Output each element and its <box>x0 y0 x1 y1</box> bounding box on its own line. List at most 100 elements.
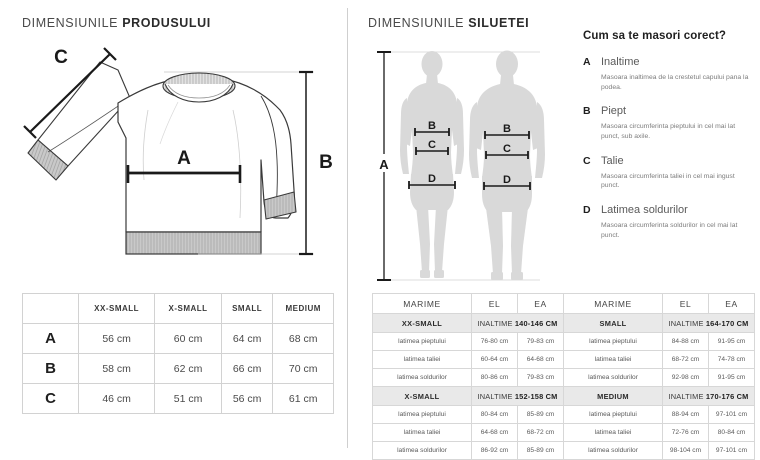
cell-b-x-small: 62 cm <box>154 353 222 384</box>
how-to-measure-section: Cum sa te masori corect? A Inaltime Maso… <box>583 30 755 254</box>
size-name-xx-small: XX-SMALL <box>372 313 472 333</box>
measure-name-b: Piept <box>601 105 627 118</box>
measure-name: latimea pieptului <box>563 405 663 424</box>
how-to-measure-heading: Cum sa te masori corect? <box>583 30 727 42</box>
male-measure-b: B <box>484 121 530 139</box>
product-dimensions-table: XX-SMALL X-SMALL SMALL MEDIUM A 56 cm 60… <box>22 293 334 414</box>
measure-desc-b: Masoara circumferinta pieptului in cel m… <box>601 123 736 141</box>
measure-name-c: Talie <box>601 154 624 167</box>
cell-c-small: 56 cm <box>220 383 274 414</box>
table-row: latimea taliei 64-68 cm 68-72 cm latimea… <box>372 423 755 442</box>
cell-c-x-small: 51 cm <box>154 383 222 414</box>
column-header-ea-right: EA <box>708 293 755 314</box>
column-header-xx-small: XX-SMALL <box>77 293 156 324</box>
female-label-b: B <box>428 120 436 132</box>
cell-b-medium: 70 cm <box>272 353 334 384</box>
size-band-row: XX-SMALL INALTIME 140-146 CM SMALL INALT… <box>372 313 755 333</box>
table-row: latimea pieptului 76-80 cm 79-83 cm lati… <box>372 332 755 351</box>
female-label-d: D <box>428 173 436 185</box>
value-el: 60-64 cm <box>471 350 518 369</box>
table-header-row: XX-SMALL X-SMALL SMALL MEDIUM <box>22 293 334 324</box>
row-label-c: C <box>22 383 79 414</box>
measure-b-dimension: B <box>164 70 333 256</box>
table-corner-cell <box>22 293 79 324</box>
measure-name: latimea soldurilor <box>563 368 663 387</box>
size-height-xx-small: INALTIME 140-146 CM <box>471 313 564 333</box>
value-ea: 97-101 cm <box>708 441 755 460</box>
measure-item-d: D Latimea soldurilor Masoara circumferin… <box>583 204 755 240</box>
table-row: B 58 cm 62 cm 66 cm 70 cm <box>22 353 334 384</box>
measure-a-dimension: A <box>126 148 242 183</box>
female-measure-b: B <box>414 118 450 136</box>
height-label: INALTIME <box>477 391 515 401</box>
size-height-medium: INALTIME 170-176 CM <box>662 386 755 406</box>
measure-letter-c: C <box>583 154 591 167</box>
value-el: 68-72 cm <box>662 350 709 369</box>
table-row: latimea pieptului 80-84 cm 85-89 cm lati… <box>372 405 755 424</box>
measure-name: latimea taliei <box>372 350 472 369</box>
cell-c-xx-small: 46 cm <box>77 383 156 414</box>
size-band-row: X-SMALL INALTIME 152-158 CM MEDIUM INALT… <box>372 386 755 406</box>
measure-name: latimea soldurilor <box>372 441 472 460</box>
silhouette-measure-a: A <box>376 51 393 281</box>
value-ea: 64-68 cm <box>517 350 564 369</box>
measure-desc-c: Masoara circumferinta taliei in cel mai … <box>601 172 735 190</box>
value-el: 80-84 cm <box>471 405 518 424</box>
cell-a-small: 64 cm <box>220 323 274 354</box>
size-name-medium: MEDIUM <box>563 386 663 406</box>
measure-letter-b: B <box>583 105 591 118</box>
measure-name: latimea soldurilor <box>563 441 663 460</box>
table-row: A 56 cm 60 cm 64 cm 68 cm <box>22 323 334 354</box>
cell-a-medium: 68 cm <box>272 323 334 354</box>
body-measurements-table: MARIME EL EA MARIME EL EA XX-SMALL INALT… <box>372 293 755 460</box>
female-measure-c: C <box>415 137 449 155</box>
value-ea: 91-95 cm <box>708 332 755 351</box>
column-header-el-left: EL <box>471 293 518 314</box>
male-label-b: B <box>503 123 511 135</box>
value-el: 76-80 cm <box>471 332 518 351</box>
table-row: latimea soldurilor 86-92 cm 85-89 cm lat… <box>372 441 755 460</box>
measure-desc-d: Masoara circumferinta soldurilor in cel … <box>601 222 738 239</box>
height-value: 152-158 CM <box>514 391 558 401</box>
height-label: INALTIME <box>668 318 706 328</box>
column-header-marime-right: MARIME <box>563 293 663 314</box>
size-height-x-small: INALTIME 152-158 CM <box>471 386 564 406</box>
row-label-b: B <box>22 353 79 384</box>
male-silhouette <box>469 50 545 280</box>
table-row: latimea soldurilor 80-86 cm 79-83 cm lat… <box>372 368 755 387</box>
value-ea: 85-89 cm <box>517 405 564 424</box>
height-label: INALTIME <box>668 391 706 401</box>
value-ea: 79-83 cm <box>517 332 564 351</box>
measure-name-d: Latimea soldurilor <box>601 204 688 217</box>
cell-a-xx-small: 56 cm <box>77 323 156 354</box>
height-label: INALTIME <box>477 318 515 328</box>
measure-name: latimea soldurilor <box>372 368 472 387</box>
measure-name: latimea pieptului <box>563 332 663 351</box>
male-label-d: D <box>503 174 511 186</box>
garment-label-c: C <box>54 47 68 68</box>
value-el: 98-104 cm <box>662 441 709 460</box>
height-value: 170-176 CM <box>705 391 749 401</box>
value-ea: 79-83 cm <box>517 368 564 387</box>
height-value: 140-146 CM <box>514 318 558 328</box>
right-panel-title-bold: SILUETEI <box>468 16 530 30</box>
measure-name: latimea pieptului <box>372 332 472 351</box>
value-el: 64-68 cm <box>471 423 518 442</box>
value-ea: 80-84 cm <box>708 423 755 442</box>
measure-name: latimea taliei <box>563 350 663 369</box>
garment-body <box>27 61 297 255</box>
silhouette-label-a: A <box>379 157 389 172</box>
column-header-medium: MEDIUM <box>272 293 334 324</box>
male-measure-d: D <box>483 172 531 190</box>
measure-name-a: Inaltime <box>601 56 640 68</box>
male-label-c: C <box>503 143 511 155</box>
value-el: 88-94 cm <box>662 405 709 424</box>
value-el: 80-86 cm <box>471 368 518 387</box>
cell-a-x-small: 60 cm <box>154 323 222 354</box>
measure-name: latimea taliei <box>372 423 472 442</box>
size-height-small: INALTIME 164-170 CM <box>662 313 755 333</box>
value-el: 92-98 cm <box>662 368 709 387</box>
value-ea: 85-89 cm <box>517 441 564 460</box>
value-el: 86-92 cm <box>471 441 518 460</box>
